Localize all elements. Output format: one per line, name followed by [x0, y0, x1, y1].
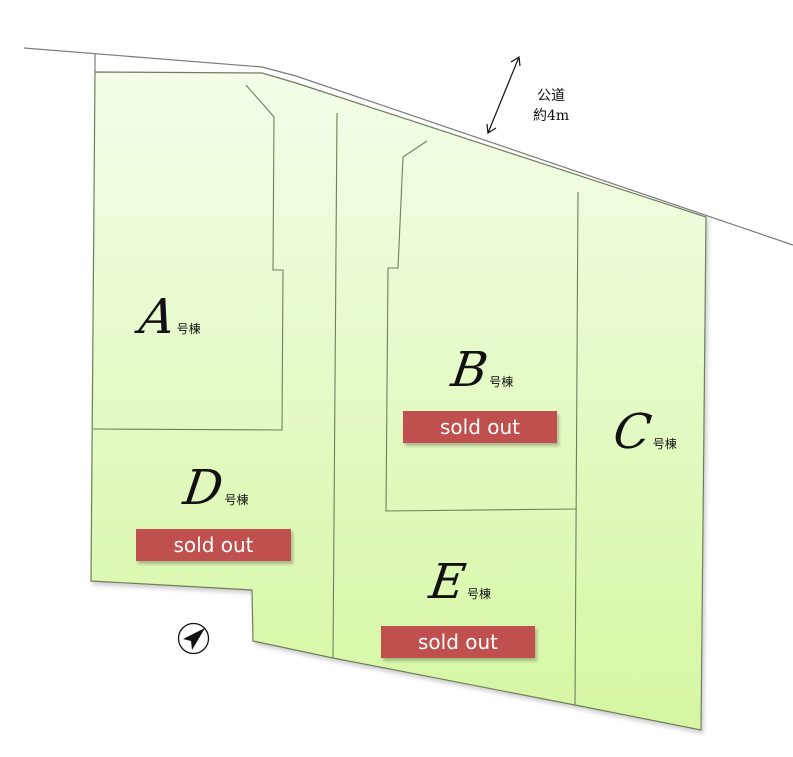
plot-d-suffix: 号棟 [224, 493, 249, 507]
road-annotation: 公道 約4m [533, 86, 569, 126]
divider-left-middle [332, 112, 338, 659]
plot-e-label: E 号棟 [426, 554, 492, 610]
plot-c-letter: C [610, 404, 655, 460]
plot-c-label: C 号棟 [610, 404, 677, 460]
divider-middle-right [574, 191, 579, 706]
plot-c-suffix: 号棟 [652, 437, 677, 451]
plot-d-sold-out-badge: sold out [136, 529, 291, 561]
plot-a-boundary [92, 84, 284, 431]
plot-e-suffix: 号棟 [467, 587, 492, 601]
plot-b-letter: B [448, 342, 492, 398]
road-width: 約4m [533, 108, 570, 124]
plot-e-letter: E [426, 554, 469, 610]
road-edge-outer [23, 47, 793, 246]
plot-a-label: A 号棟 [136, 289, 201, 345]
plot-d-letter: D [180, 460, 227, 516]
plot-e-sold-out-badge: sold out [381, 626, 535, 658]
road-name: 公道 [537, 88, 566, 104]
plot-b-label: B 号棟 [448, 342, 514, 398]
plot-a-letter: A [136, 289, 179, 345]
north-arrow-icon [177, 622, 210, 655]
plot-d-label: D 号棟 [180, 460, 249, 516]
plot-b-sold-out-badge: sold out [403, 411, 557, 443]
plot-b-boundary [385, 140, 577, 512]
road-width-arrow [486, 55, 521, 135]
plot-a-suffix: 号棟 [176, 322, 201, 336]
plot-b-suffix: 号棟 [489, 375, 514, 389]
